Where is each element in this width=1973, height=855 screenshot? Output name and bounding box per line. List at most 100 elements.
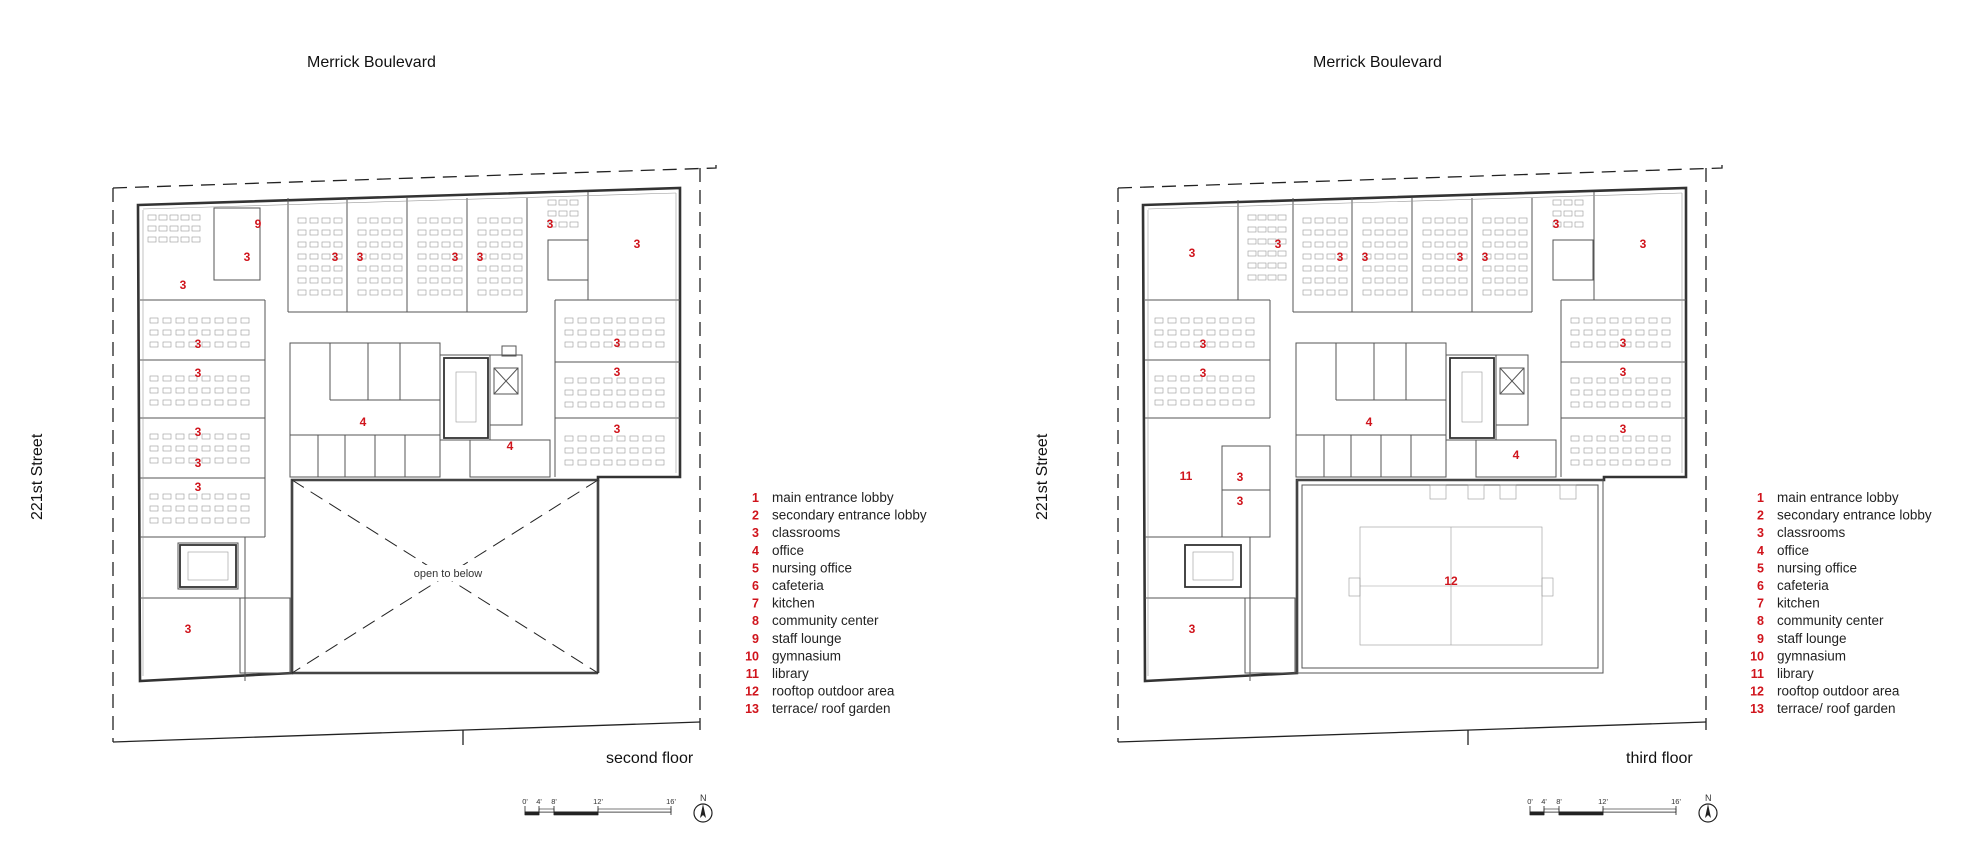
legend-number: 1 xyxy=(752,491,759,505)
legend-number: 10 xyxy=(1750,649,1764,663)
legend-label: secondary entrance lobby xyxy=(1777,508,1932,523)
legend-label: terrace/ roof garden xyxy=(772,701,891,716)
legend-number: 1 xyxy=(1757,491,1764,505)
property-line xyxy=(1117,165,1723,745)
legend-number: 2 xyxy=(1757,509,1764,523)
north-arrow-icon: N xyxy=(1698,793,1718,823)
legend-label: library xyxy=(772,666,809,681)
legend-number: 8 xyxy=(1757,614,1764,628)
room-number-label: 4 xyxy=(1513,448,1520,462)
legend-label: office xyxy=(1777,543,1809,558)
room-number-label: 3 xyxy=(1237,494,1244,508)
legend-label: rooftop outdoor area xyxy=(772,684,895,699)
scale-tick-label: 4' xyxy=(536,797,542,806)
north-arrow-icon: N xyxy=(693,793,713,823)
room-number-label: 4 xyxy=(507,439,514,453)
legend-label: classrooms xyxy=(1777,525,1846,540)
legend-number: 3 xyxy=(1757,526,1764,540)
legend-label: kitchen xyxy=(1777,596,1820,611)
interior-walls xyxy=(1145,192,1686,681)
room-number-label: 3 xyxy=(1620,422,1627,436)
legend-number: 8 xyxy=(752,614,759,628)
legend-label: staff lounge xyxy=(1777,631,1847,646)
room-number-label: 3 xyxy=(195,337,202,351)
room-number-label: 3 xyxy=(1337,250,1344,264)
legend-label: main entrance lobby xyxy=(772,490,894,505)
room-number-label: 3 xyxy=(357,250,364,264)
legend-number: 13 xyxy=(1750,702,1764,716)
street-label-top: Merrick Boulevard xyxy=(307,54,436,71)
room-number-label: 3 xyxy=(1189,246,1196,260)
legend-label: classrooms xyxy=(772,525,841,540)
room-number-label: 3 xyxy=(547,217,554,231)
legend-number: 6 xyxy=(1757,579,1764,593)
street-label-side: 221st Street xyxy=(1034,433,1051,520)
stair-core xyxy=(179,345,519,588)
room-number-label: 3 xyxy=(1553,217,1560,231)
third-floor-plan: Merrick Boulevard 221st Street xyxy=(1034,54,1723,745)
legend-number: 3 xyxy=(752,526,759,540)
legend-number: 5 xyxy=(752,561,759,575)
room-number-label: 3 xyxy=(614,336,621,350)
room-number-label: 3 xyxy=(332,250,339,264)
room-number-label: 12 xyxy=(1444,574,1458,588)
legend-number: 7 xyxy=(752,597,759,611)
room-number-label: 3 xyxy=(614,365,621,379)
street-label-top: Merrick Boulevard xyxy=(1313,54,1442,71)
scale-tick-label: 0' xyxy=(522,797,528,806)
legend-label: nursing office xyxy=(772,560,852,575)
room-number-label: 3 xyxy=(477,250,484,264)
legend-number: 10 xyxy=(745,649,759,663)
legend-number: 11 xyxy=(746,667,759,681)
legend-label: terrace/ roof garden xyxy=(1777,701,1896,716)
scale-tick-label: 8' xyxy=(551,797,557,806)
room-number-label: 3 xyxy=(244,250,251,264)
legend-label: cafeteria xyxy=(1777,578,1829,593)
classroom-furniture xyxy=(147,199,665,524)
room-number-label: 3 xyxy=(195,366,202,380)
room-number-label: 3 xyxy=(195,456,202,470)
legend-number: 4 xyxy=(1757,544,1764,558)
second-floor-plan: Merrick Boulevard 221st Street open to b… xyxy=(29,54,717,745)
legend-label: gymnasium xyxy=(1777,648,1846,663)
legend-label: rooftop outdoor area xyxy=(1777,684,1900,699)
legend-number: 13 xyxy=(745,702,759,716)
room-number-label: 3 xyxy=(1200,366,1207,380)
open-to-below-area: open to below xyxy=(291,479,599,674)
room-number-label: 3 xyxy=(614,422,621,436)
perimeter-windows xyxy=(142,192,677,676)
scale-tick-label: 12' xyxy=(593,797,603,806)
legend-number: 2 xyxy=(752,509,759,523)
room-number-label: 3 xyxy=(195,425,202,439)
legend-number: 4 xyxy=(752,544,759,558)
legend-number: 11 xyxy=(1751,667,1764,681)
legend-label: kitchen xyxy=(772,596,815,611)
legend-number: 5 xyxy=(1757,561,1764,575)
room-number-label: 4 xyxy=(360,415,367,429)
room-number-label: 3 xyxy=(1620,365,1627,379)
legend-label: secondary entrance lobby xyxy=(772,508,927,523)
room-number-label: 9 xyxy=(255,217,262,231)
rooftop-outdoor-area xyxy=(1296,479,1604,674)
room-number-label: 3 xyxy=(1189,622,1196,636)
scale-tick-label: 16' xyxy=(1671,797,1681,806)
scale-tick-label: 4' xyxy=(1541,797,1547,806)
room-number-label: 3 xyxy=(1457,250,1464,264)
stair-core xyxy=(1184,357,1525,588)
legend-number: 9 xyxy=(1757,632,1764,646)
room-number-label: 3 xyxy=(1640,237,1647,251)
legend-label: office xyxy=(772,543,804,558)
legend-label: gymnasium xyxy=(772,648,841,663)
classroom-furniture xyxy=(1154,199,1671,466)
perimeter-windows xyxy=(1147,192,1683,676)
interior-walls xyxy=(140,192,680,681)
room-number-label: 3 xyxy=(185,622,192,636)
north-label: N xyxy=(1705,793,1712,803)
legend-label: cafeteria xyxy=(772,578,824,593)
room-number-label: 3 xyxy=(195,480,202,494)
legend-label: staff lounge xyxy=(772,631,842,646)
legend-number: 7 xyxy=(1757,597,1764,611)
